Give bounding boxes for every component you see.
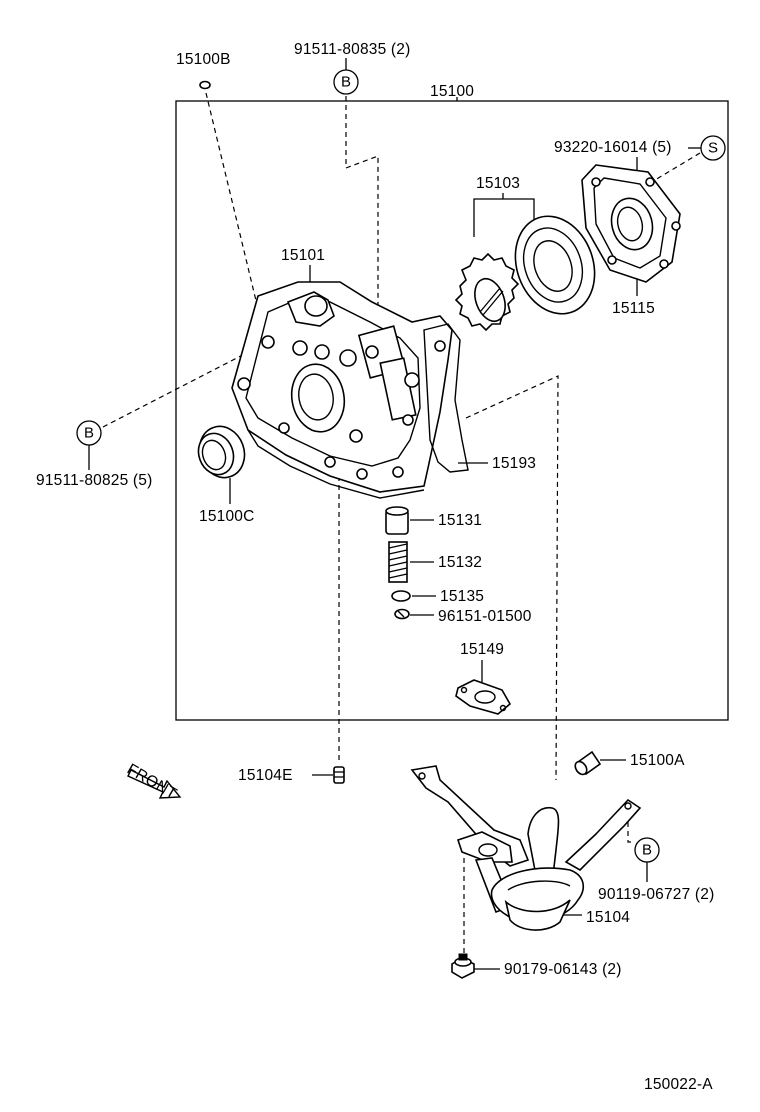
symbol-s: S — [700, 135, 726, 161]
label-15100: 15100 — [430, 83, 474, 100]
label-15132: 15132 — [438, 554, 482, 571]
bushing-15100a — [574, 750, 602, 776]
pump-cover-15115 — [581, 164, 681, 283]
assembly-frame — [175, 100, 729, 721]
label-15100B: 15100B — [176, 51, 231, 68]
oil-seal-15100c — [197, 425, 246, 479]
label-96151-01500: 96151-01500 — [438, 608, 532, 625]
o-ring-15100b — [199, 80, 211, 90]
label-15100A: 15100A — [630, 752, 685, 769]
label-15115: 15115 — [612, 300, 655, 317]
label-15193: 15193 — [492, 455, 536, 472]
label-90119-06727: 90119-06727 (2) — [598, 886, 714, 903]
label-15149: 15149 — [460, 641, 504, 658]
label-15131: 15131 — [438, 512, 482, 529]
svg-text:B: B — [341, 74, 351, 91]
label-15100C: 15100C — [199, 508, 255, 525]
label-91511-80835: 91511-80835 (2) — [294, 41, 410, 58]
gasket-15149 — [455, 679, 512, 715]
symbol-b-right: B — [634, 837, 660, 863]
oil-pump-body-15101 — [231, 281, 469, 499]
svg-text:FRONT: FRONT — [124, 761, 180, 803]
label-90179-06143: 90179-06143 (2) — [504, 961, 622, 978]
label-91511-80825: 91511-80825 (5) — [36, 472, 152, 489]
svg-text:B: B — [642, 842, 652, 859]
symbol-b-top: B — [333, 69, 359, 95]
plug-15104e — [333, 766, 345, 784]
label-15103: 15103 — [476, 175, 520, 192]
label-93220-16014: 93220-16014 (5) — [554, 139, 672, 156]
snap-ring-96151 — [394, 608, 410, 620]
label-15104: 15104 — [586, 909, 630, 926]
svg-text:B: B — [84, 425, 94, 442]
rotor-set-15103 — [454, 215, 596, 332]
bolt-90179 — [451, 953, 475, 979]
svg-text:S: S — [708, 140, 718, 157]
label-15135: 15135 — [440, 588, 484, 605]
symbol-b-left: B — [76, 420, 102, 446]
drawing-number: 150022-A — [644, 1076, 713, 1093]
relief-valve-spring-15132 — [388, 541, 408, 583]
dashed-lines — [102, 92, 701, 956]
relief-valve-plunger-15131 — [385, 506, 409, 535]
label-15104E: 15104E — [238, 767, 293, 784]
label-15101: 15101 — [281, 247, 325, 264]
front-arrow: FRONT — [124, 761, 182, 803]
spring-retainer-15135 — [391, 590, 411, 602]
oil-strainer-15104 — [410, 765, 642, 931]
